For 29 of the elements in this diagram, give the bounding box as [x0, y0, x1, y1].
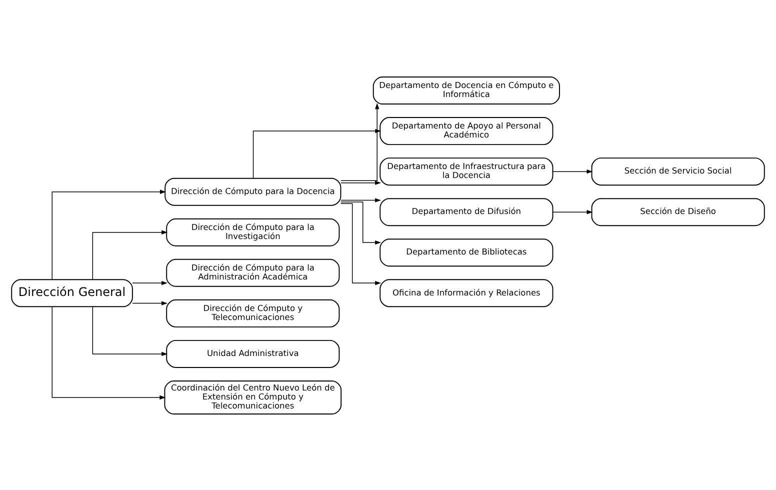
node-box: Oficina de Información y Relaciones [380, 278, 554, 307]
arrow [552, 168, 593, 174]
node-box: Coordinación del Centro Nuevo León de Extensión en Cómputo y Telecomunicaciones [164, 380, 342, 414]
arrow [52, 189, 166, 280]
node-box: Departamento de Docencia en Cómputo e Informática [372, 76, 560, 104]
arrow [552, 210, 593, 214]
arrow [340, 198, 382, 202]
node-box: Dirección de Cómputo para la Docencia [164, 177, 342, 206]
node-box: Dirección de Cómputo y Telecomunicaciones [166, 298, 340, 327]
arrow [340, 102, 380, 180]
node-box: Dirección de Cómputo para la Administración Académica [166, 258, 340, 286]
arrow [92, 306, 168, 356]
node-box: Departamento de Infraestructura para la Docencia [380, 157, 554, 186]
node-box: Departamento de Bibliotecas [380, 238, 554, 266]
node-box: Sección de Diseño [591, 198, 765, 226]
arrow [340, 202, 382, 285]
node-box: Dirección General [11, 278, 133, 307]
node-box: Sección de Servicio Social [591, 157, 765, 186]
arrow [132, 280, 168, 285]
node-box: Unidad Administrativa [166, 339, 340, 368]
arrow [52, 306, 166, 400]
node-box: Departamento de Difusión [380, 198, 554, 226]
arrow [252, 128, 382, 178]
node-box: Departamento de Apoyo al Personal Académico [380, 116, 554, 145]
arrow [132, 300, 168, 305]
arrow [340, 201, 382, 244]
arrow [340, 180, 382, 184]
node-box: Dirección de Cómputo para la Investigación [166, 218, 340, 246]
arrow [92, 230, 168, 280]
